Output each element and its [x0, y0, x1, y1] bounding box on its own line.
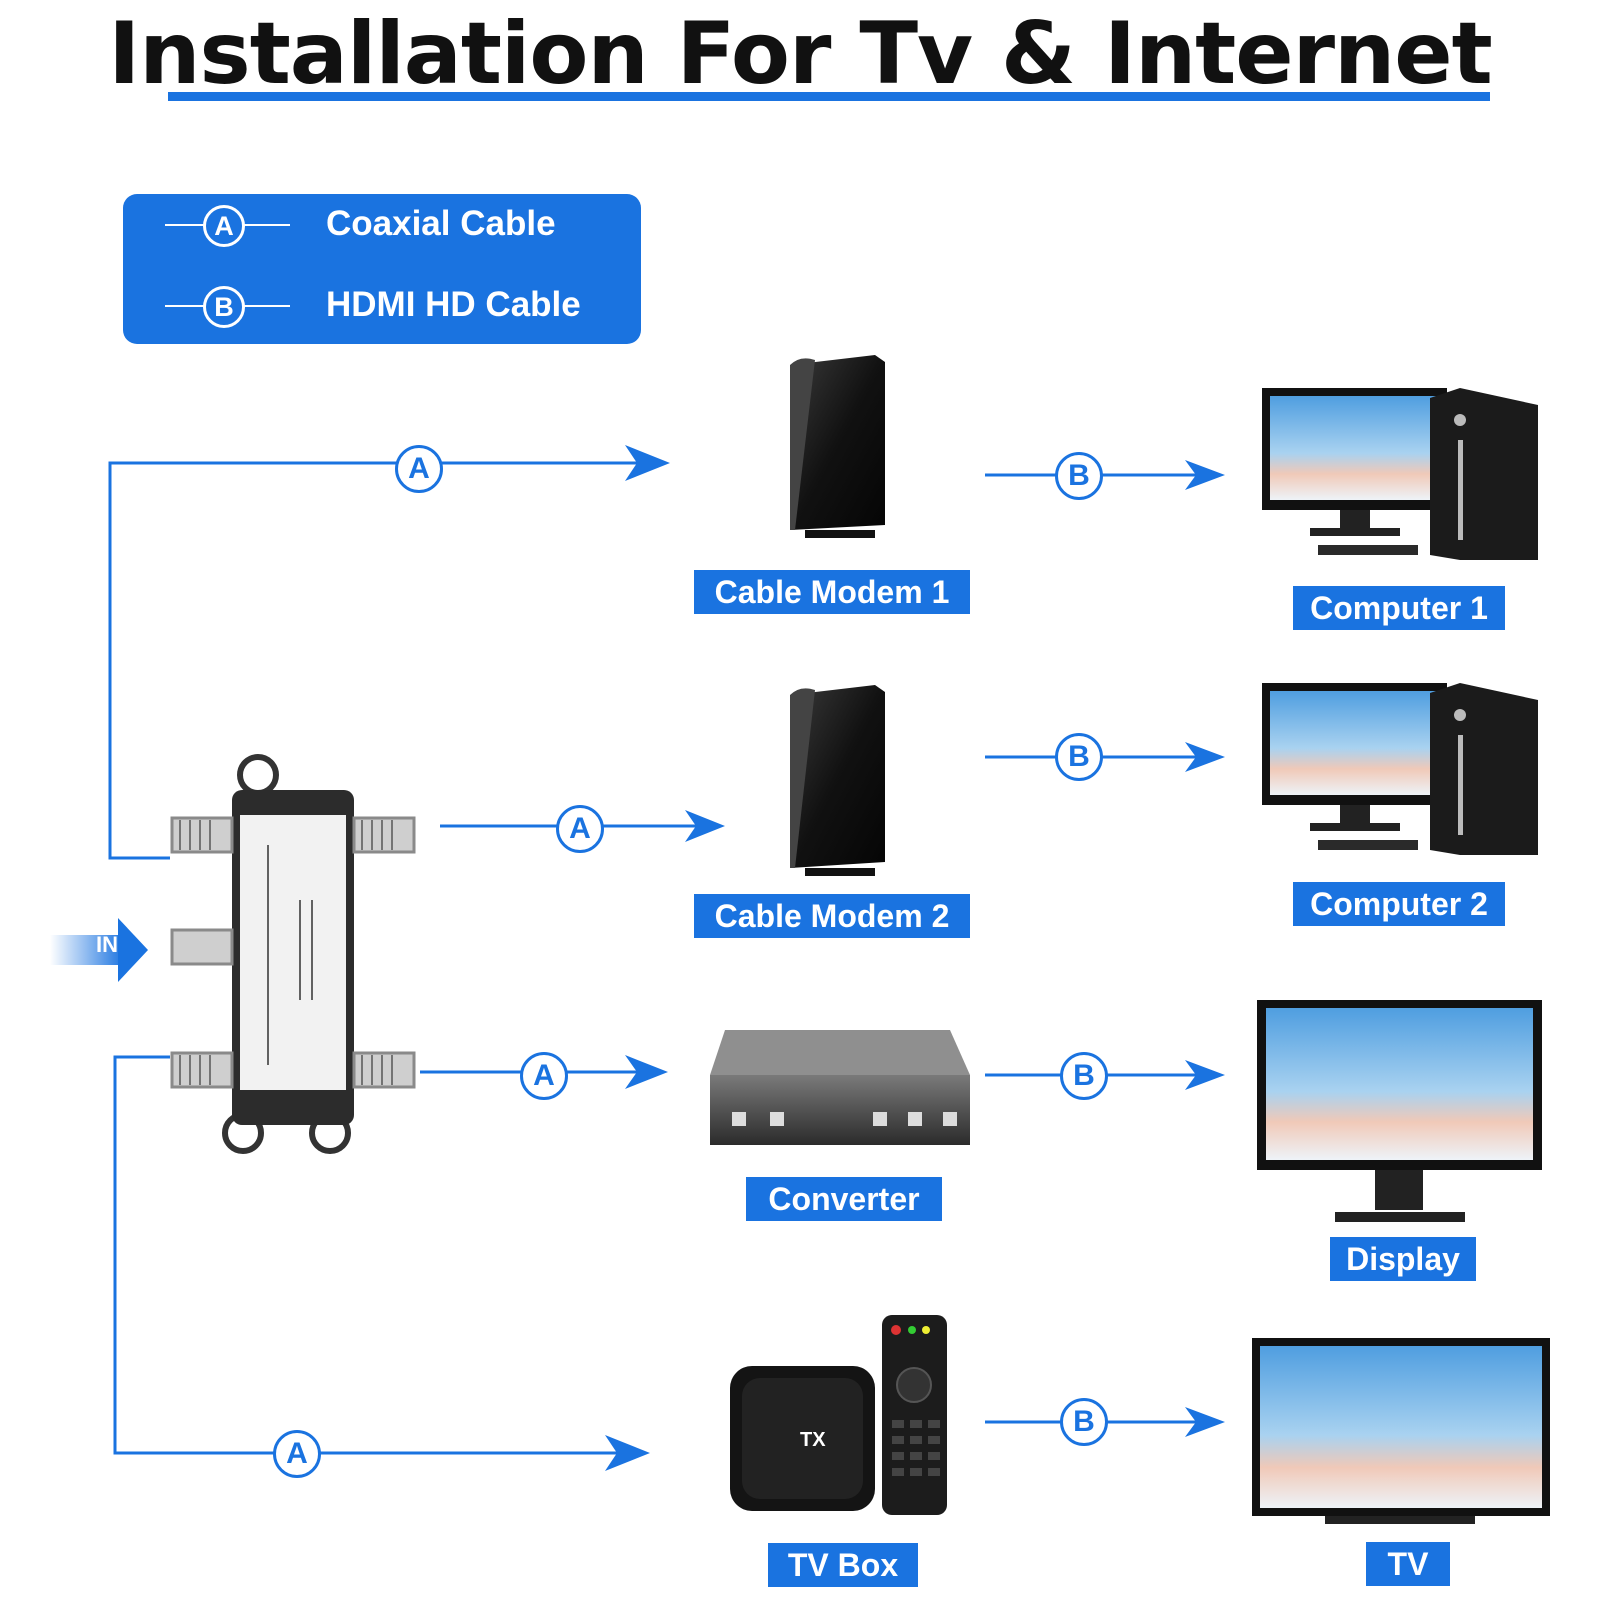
coax-marker-modem-2: A	[556, 805, 604, 853]
label-cable-modem-1: Cable Modem 1	[694, 570, 970, 614]
legend-text-hdmi: HDMI HD Cable	[326, 285, 581, 324]
tv-box-icon	[730, 1366, 875, 1511]
hdmi-marker-tv: B	[1060, 1398, 1108, 1446]
cable-modem-1-icon	[790, 355, 885, 538]
label-converter: Converter	[746, 1177, 942, 1221]
label-tv-box: TV Box	[768, 1543, 918, 1587]
hdmi-marker-computer-2: B	[1055, 733, 1103, 781]
page-title: Installation For Tv & Internet	[108, 4, 1492, 104]
display-icon	[1257, 1000, 1542, 1222]
label-tv: TV	[1366, 1542, 1450, 1586]
legend-item-coaxial: A Coaxial Cable	[123, 196, 641, 256]
title-underline	[168, 92, 1490, 101]
hdmi-lines	[985, 473, 1210, 1424]
legend-item-hdmi: B HDMI HD Cable	[123, 277, 641, 337]
hdmi-marker-computer-1: B	[1055, 452, 1103, 500]
arrowheads	[605, 445, 1225, 1471]
tv-icon	[1252, 1338, 1550, 1524]
coax-marker-modem-1: A	[395, 445, 443, 493]
label-display: Display	[1330, 1237, 1476, 1281]
coax-marker-tv-box: A	[273, 1430, 321, 1478]
converter-icon	[710, 1030, 970, 1145]
input-arrow-icon	[50, 918, 148, 982]
remote-control-icon	[882, 1315, 947, 1515]
legend-marker-b: B	[203, 286, 245, 328]
input-label: IN	[96, 932, 118, 957]
legend-marker-a: A	[203, 205, 245, 247]
tv-box-brand: TX	[800, 1429, 826, 1451]
cable-legend: A Coaxial Cable B HDMI HD Cable	[123, 194, 641, 344]
label-computer-1: Computer 1	[1293, 586, 1505, 630]
coax-marker-converter: A	[520, 1052, 568, 1100]
hdmi-marker-display: B	[1060, 1052, 1108, 1100]
splitter-icon	[170, 754, 416, 1154]
cable-modem-2-icon	[790, 685, 885, 876]
label-computer-2: Computer 2	[1293, 882, 1505, 926]
computer-2-icon	[1262, 683, 1538, 855]
legend-text-coaxial: Coaxial Cable	[326, 204, 556, 243]
label-cable-modem-2: Cable Modem 2	[694, 894, 970, 938]
computer-1-icon	[1262, 388, 1538, 560]
